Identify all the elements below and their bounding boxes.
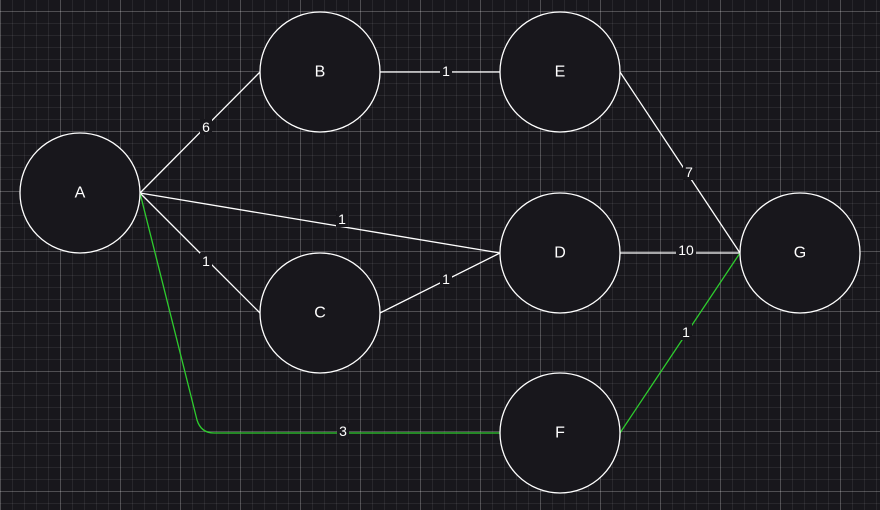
node-circle[interactable] xyxy=(739,192,861,314)
edge-weight-b-e: 1 xyxy=(442,63,450,79)
node-label: F xyxy=(555,425,565,442)
node-g[interactable]: G xyxy=(739,192,861,314)
edge-weight-a-c: 1 xyxy=(202,253,210,269)
node-circle[interactable] xyxy=(259,11,381,133)
edge-e-g[interactable] xyxy=(619,71,741,254)
edge-weight-c-d: 1 xyxy=(442,271,450,287)
node-label: E xyxy=(555,64,566,81)
edge-weight-a-d: 1 xyxy=(338,211,346,227)
node-circle[interactable] xyxy=(19,132,141,254)
node-b[interactable]: B xyxy=(259,11,381,133)
edge-label-background xyxy=(440,63,452,79)
edge-weight-f-g: 1 xyxy=(682,324,690,340)
edge-label-background xyxy=(440,271,452,287)
node-e[interactable]: E xyxy=(499,11,621,133)
edge-label-background xyxy=(200,119,212,135)
edge-label-background xyxy=(680,324,692,340)
edge-weight-a-f: 3 xyxy=(339,423,347,439)
edge-weight-d-g: 10 xyxy=(678,242,694,258)
edge-f-g[interactable] xyxy=(619,252,741,434)
edge-a-d[interactable] xyxy=(139,192,501,254)
node-label: D xyxy=(554,245,566,262)
node-label: B xyxy=(315,64,326,81)
edge-label-background xyxy=(676,242,696,258)
edge-weight-a-b: 6 xyxy=(202,119,210,135)
edge-labels-layer: 6 1 1 3 1 1 7 10 1 xyxy=(200,63,696,439)
node-circle[interactable] xyxy=(499,372,621,494)
edge-a-f[interactable] xyxy=(139,192,500,434)
node-c[interactable]: C xyxy=(259,252,381,374)
edge-label-background xyxy=(200,253,212,269)
node-circle[interactable] xyxy=(259,252,381,374)
edges-layer xyxy=(139,71,741,434)
node-label: A xyxy=(75,185,86,202)
node-circle[interactable] xyxy=(499,11,621,133)
nodes-layer: A B C D E F G xyxy=(19,11,861,494)
node-d[interactable]: D xyxy=(499,192,621,314)
node-a[interactable]: A xyxy=(19,132,141,254)
node-label: C xyxy=(314,305,326,322)
node-label: G xyxy=(794,245,806,262)
edge-label-background xyxy=(337,423,349,439)
edge-weight-e-g: 7 xyxy=(685,164,693,180)
edge-label-background xyxy=(683,164,695,180)
node-circle[interactable] xyxy=(499,192,621,314)
node-f[interactable]: F xyxy=(499,372,621,494)
edge-label-background xyxy=(336,211,348,227)
